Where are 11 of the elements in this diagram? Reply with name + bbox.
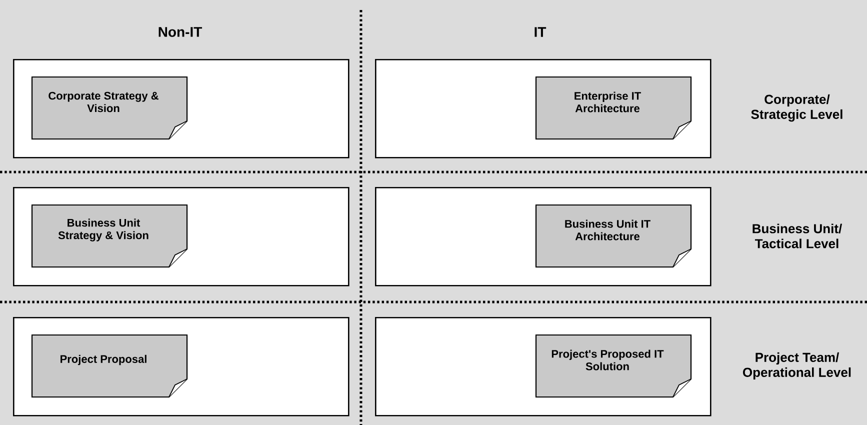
row-label: Corporate/ Strategic Level bbox=[751, 94, 842, 122]
row-label: Project Team/ Operational Level bbox=[743, 352, 851, 380]
document-note: Enterprise IT Architecture bbox=[535, 76, 692, 140]
document-note: Project Proposal bbox=[31, 334, 188, 398]
column-heading: Non-IT bbox=[158, 27, 202, 37]
document-note: Business Unit Strategy & Vision bbox=[31, 204, 188, 268]
row-label: Business Unit/ Tactical Level bbox=[752, 224, 842, 248]
document-note: Project's Proposed IT Solution bbox=[535, 334, 692, 398]
column-heading: IT bbox=[534, 27, 546, 37]
document-note: Corporate Strategy & Vision bbox=[31, 76, 188, 140]
document-note: Business Unit IT Architecture bbox=[535, 204, 692, 268]
